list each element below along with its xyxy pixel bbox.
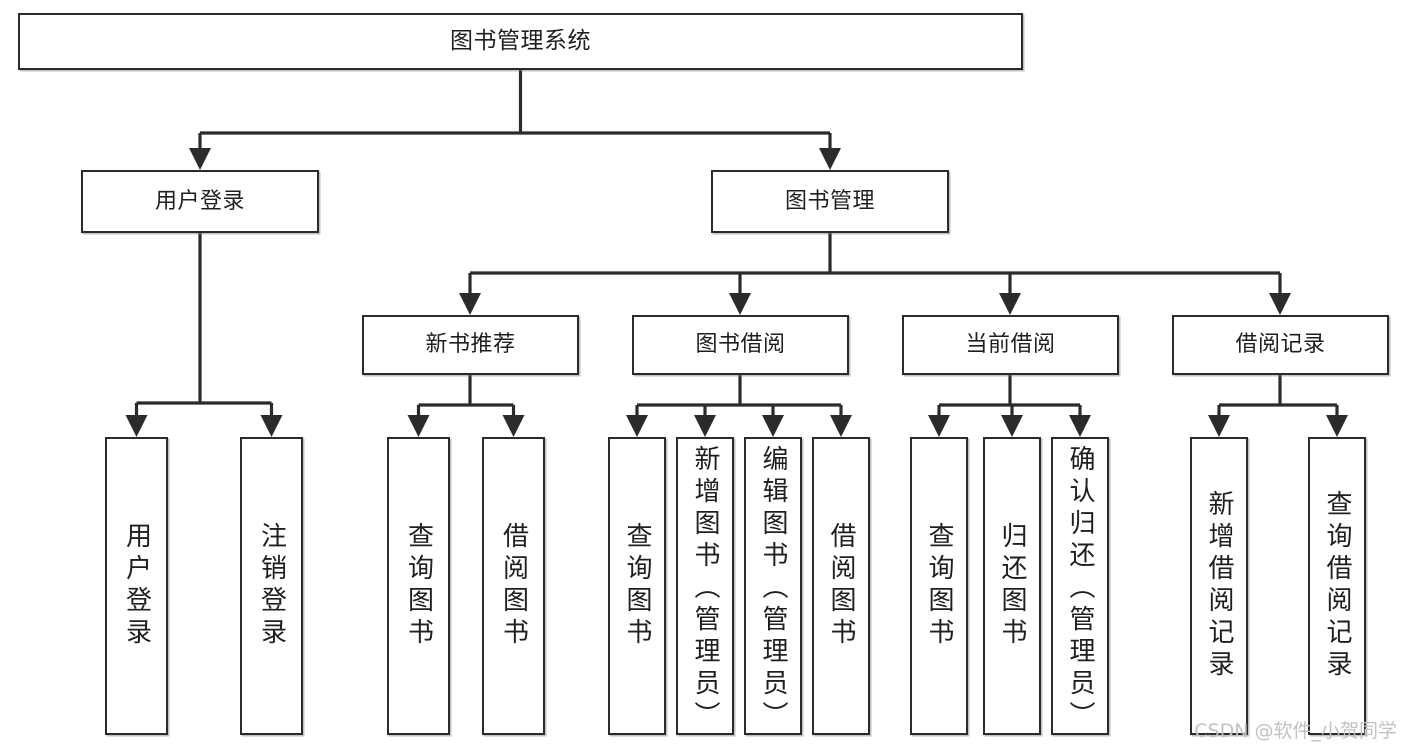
node-new-book-recommend[interactable]: 新书推荐	[362, 315, 579, 375]
leaf-current-query-book[interactable]: 查询图书	[910, 437, 968, 735]
node-borrow-records[interactable]: 借阅记录	[1172, 315, 1389, 375]
leaf-borrow-query-book[interactable]: 查询图书	[608, 437, 666, 735]
leaf-borrow-add-book-label: 新增图书（管理员）	[690, 445, 720, 733]
leaf-records-query-record-label: 查询借阅记录	[1322, 490, 1352, 682]
leaf-borrow-borrow-book[interactable]: 借阅图书	[812, 437, 870, 735]
leaf-newrec-query-book[interactable]: 查询图书	[387, 437, 450, 735]
leaf-current-query-book-label: 查询图书	[924, 522, 954, 650]
node-book-management-label: 图书管理	[784, 188, 875, 214]
leaf-borrow-edit-book[interactable]: 编辑图书（管理员）	[744, 437, 802, 735]
leaf-current-confirm-return[interactable]: 确认归还（管理员）	[1051, 437, 1109, 735]
leaf-user-login[interactable]: 用户登录	[105, 437, 168, 735]
node-book-management[interactable]: 图书管理	[711, 170, 949, 233]
leaf-current-confirm-return-label: 确认归还（管理员）	[1065, 445, 1095, 733]
node-new-book-recommend-label: 新书推荐	[425, 332, 516, 358]
leaf-newrec-borrow-book[interactable]: 借阅图书	[482, 437, 545, 735]
node-user-login[interactable]: 用户登录	[81, 170, 319, 233]
leaf-current-return-book-label: 归还图书	[997, 522, 1027, 650]
node-user-login-label: 用户登录	[154, 188, 245, 214]
csdn-watermark: CSDN @软件_小贺同学	[1194, 720, 1397, 742]
leaf-records-add-record-label: 新增借阅记录	[1204, 490, 1234, 682]
leaf-borrow-add-book[interactable]: 新增图书（管理员）	[676, 437, 734, 735]
leaf-user-login-label: 用户登录	[121, 522, 152, 650]
node-borrow-records-label: 借阅记录	[1235, 332, 1326, 358]
leaf-records-add-record[interactable]: 新增借阅记录	[1190, 437, 1248, 735]
leaf-records-query-record[interactable]: 查询借阅记录	[1308, 437, 1366, 735]
leaf-borrow-query-book-label: 查询图书	[622, 522, 652, 650]
node-current-borrow[interactable]: 当前借阅	[902, 315, 1119, 375]
node-current-borrow-label: 当前借阅	[965, 332, 1056, 358]
leaf-borrow-edit-book-label: 编辑图书（管理员）	[758, 445, 788, 733]
leaf-user-logout-label: 注销登录	[256, 522, 287, 650]
leaf-borrow-borrow-book-label: 借阅图书	[826, 522, 856, 650]
node-root[interactable]: 图书管理系统	[18, 13, 1023, 70]
node-book-borrow[interactable]: 图书借阅	[632, 315, 849, 375]
node-root-label: 图书管理系统	[450, 27, 591, 54]
leaf-user-logout[interactable]: 注销登录	[240, 437, 303, 735]
leaf-current-return-book[interactable]: 归还图书	[983, 437, 1041, 735]
leaf-newrec-query-book-label: 查询图书	[403, 522, 434, 650]
leaf-newrec-borrow-book-label: 借阅图书	[498, 522, 529, 650]
node-book-borrow-label: 图书借阅	[695, 332, 786, 358]
